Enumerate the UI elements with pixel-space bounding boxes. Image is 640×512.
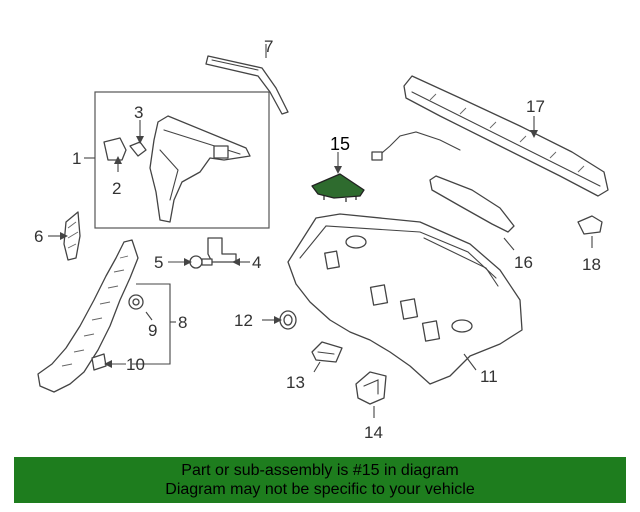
callout-4[interactable]: 4 bbox=[252, 253, 261, 272]
leader-9 bbox=[145, 311, 153, 321]
callout-11[interactable]: 11 bbox=[480, 367, 498, 386]
callout-18[interactable]: 18 bbox=[582, 255, 601, 274]
callout-1[interactable]: 1 bbox=[72, 149, 81, 168]
leader-13 bbox=[313, 361, 321, 373]
part-8-pillar[interactable] bbox=[37, 239, 139, 393]
callout-17[interactable]: 17 bbox=[526, 97, 545, 116]
banner-line-2: Diagram may not be specific to your vehi… bbox=[165, 481, 475, 498]
parts-diagram: 7 1 2 3 6 4 5 bbox=[34, 37, 609, 442]
part-12[interactable] bbox=[279, 310, 297, 330]
assembly-box-1 bbox=[94, 91, 270, 229]
part-16[interactable] bbox=[429, 175, 515, 233]
callout-2[interactable]: 2 bbox=[112, 179, 121, 198]
leader-11 bbox=[463, 353, 477, 371]
info-banner: Part or sub-assembly is #15 in diagram D… bbox=[14, 457, 626, 503]
bracket-8 bbox=[132, 283, 171, 365]
part-9[interactable] bbox=[128, 294, 144, 310]
part-13[interactable] bbox=[311, 341, 343, 363]
part-3[interactable] bbox=[129, 141, 147, 157]
callout-10[interactable]: 10 bbox=[126, 355, 145, 374]
callout-3[interactable]: 3 bbox=[134, 103, 143, 122]
callout-14[interactable]: 14 bbox=[364, 423, 383, 442]
callout-6[interactable]: 6 bbox=[34, 227, 43, 246]
part-4[interactable] bbox=[207, 237, 237, 263]
part-1[interactable] bbox=[149, 115, 251, 223]
part-17[interactable] bbox=[371, 75, 609, 197]
part-5[interactable] bbox=[189, 255, 213, 269]
part-2[interactable] bbox=[103, 137, 127, 161]
callout-9[interactable]: 9 bbox=[148, 321, 157, 340]
part-10[interactable] bbox=[91, 353, 107, 371]
part-11[interactable] bbox=[287, 213, 523, 385]
part-18[interactable] bbox=[577, 215, 603, 235]
part-14[interactable] bbox=[355, 371, 387, 405]
callout-12[interactable]: 12 bbox=[234, 311, 253, 330]
callout-7[interactable]: 7 bbox=[264, 37, 273, 56]
callout-16[interactable]: 16 bbox=[514, 253, 533, 272]
callout-13[interactable]: 13 bbox=[286, 373, 305, 392]
part-6[interactable] bbox=[63, 211, 81, 261]
callout-5[interactable]: 5 bbox=[154, 253, 163, 272]
callout-8[interactable]: 8 bbox=[178, 313, 187, 332]
part-15[interactable] bbox=[311, 173, 365, 202]
part-7[interactable] bbox=[205, 55, 289, 115]
callout-15[interactable]: 15 bbox=[330, 134, 350, 154]
leader-16 bbox=[503, 237, 515, 251]
banner-line-1: Part or sub-assembly is #15 in diagram bbox=[181, 462, 459, 479]
